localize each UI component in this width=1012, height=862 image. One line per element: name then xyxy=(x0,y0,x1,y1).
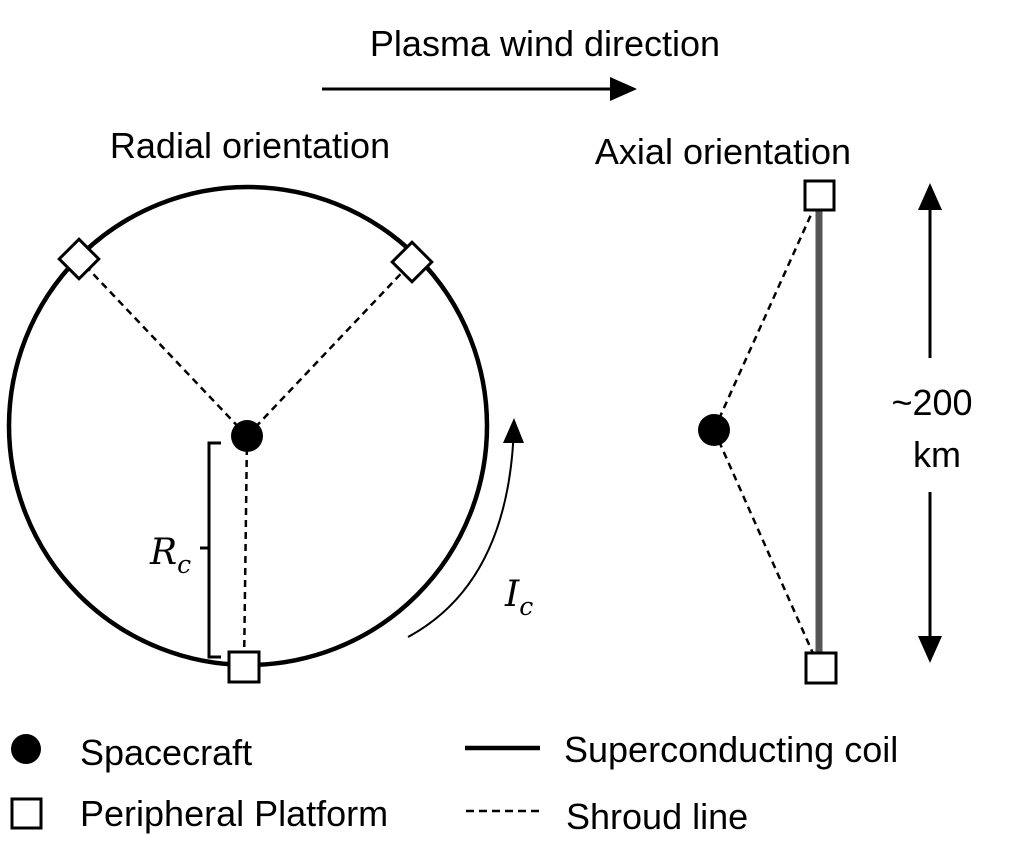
legend-shroud-label: Shroud line xyxy=(566,796,748,837)
legend-platform-icon xyxy=(10,797,43,830)
current-direction-arrow xyxy=(407,418,524,638)
legend-spacecraft-label: Spacecraft xyxy=(80,732,252,773)
axial-spacecraft xyxy=(698,414,730,446)
radial-shroud-lines xyxy=(78,258,413,668)
axial-shroud-lines xyxy=(712,196,821,668)
radial-platform-right xyxy=(390,240,434,284)
axial-orientation-title: Axial orientation xyxy=(595,131,851,172)
legend-platform-label: Peripheral Platform xyxy=(80,793,388,834)
radial-spacecraft xyxy=(231,420,263,452)
length-label-value: ~200 xyxy=(891,382,972,423)
current-label: Ic xyxy=(504,574,533,621)
axial-platform-bottom xyxy=(804,651,838,685)
radial-platform-left xyxy=(57,237,101,281)
axial-platform-top xyxy=(803,179,836,212)
radial-platform-bottom xyxy=(227,650,261,684)
legend-spacecraft-icon xyxy=(11,734,41,764)
length-label-unit: km xyxy=(913,434,961,475)
radius-label: Rc xyxy=(149,532,191,579)
radial-orientation-title: Radial orientation xyxy=(110,125,390,166)
legend: Spacecraft Peripheral Platform Supercond… xyxy=(10,729,898,837)
legend-coil-label: Superconducting coil xyxy=(564,729,898,770)
wind-direction-arrow xyxy=(322,77,637,101)
length-dimension-arrow xyxy=(918,183,942,663)
wind-direction-label: Plasma wind direction xyxy=(370,23,720,64)
radius-bracket xyxy=(200,441,221,659)
